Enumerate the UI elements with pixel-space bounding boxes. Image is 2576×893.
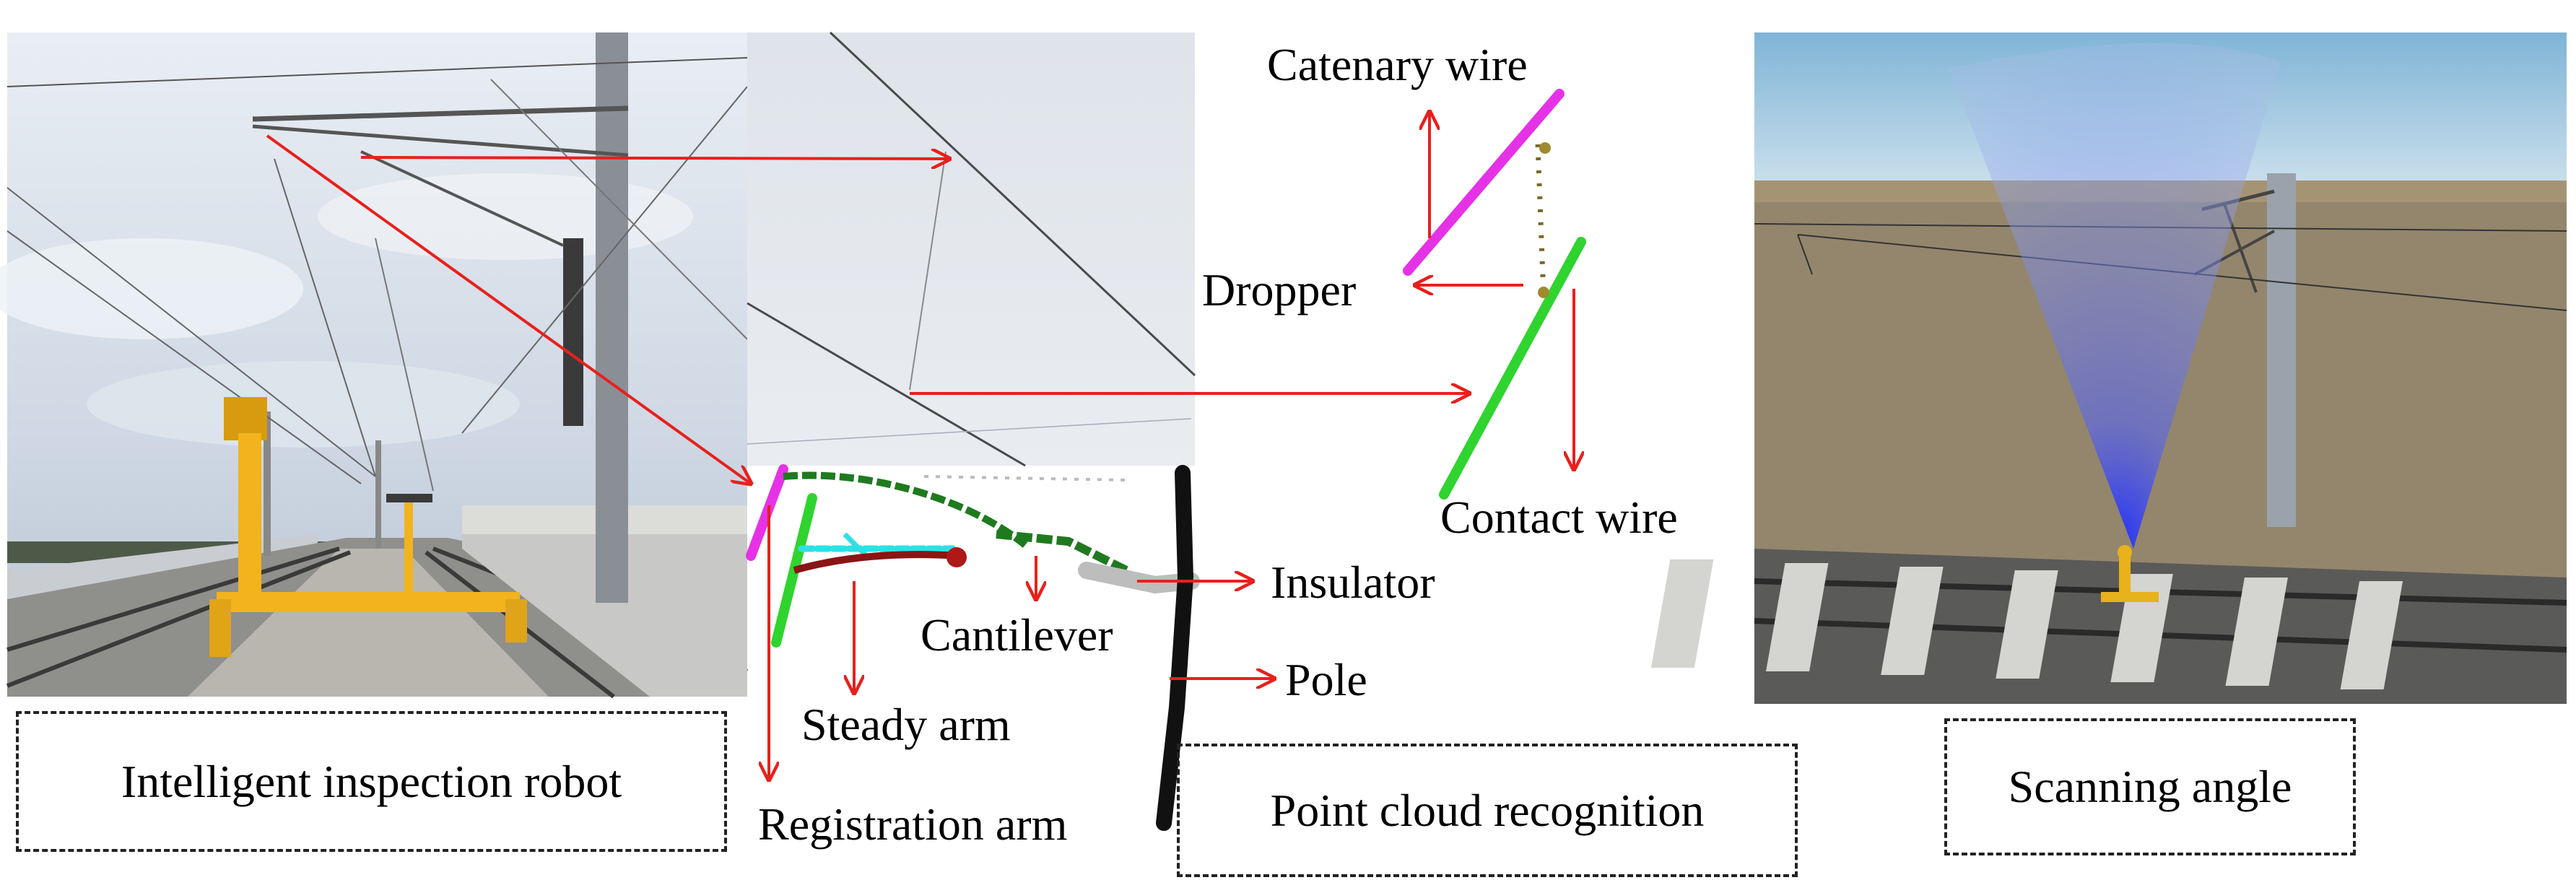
- simulation-render: [1650, 32, 2567, 704]
- arrow-icon: [266, 134, 751, 484]
- pole-label: Pole: [1285, 654, 1367, 705]
- cantilever-label: Cantilever: [921, 609, 1113, 661]
- wire-closeup-inset: [747, 31, 1196, 467]
- robot-photo: [0, 32, 749, 699]
- insulator-label: Insulator: [1271, 557, 1435, 608]
- catenary-wire-points: [1403, 89, 1565, 276]
- contact-wire-points: [1439, 237, 1586, 500]
- scan-fan: [1949, 43, 2281, 549]
- point-cloud-wires: [1403, 89, 1586, 500]
- point-cloud-support: [746, 464, 1200, 831]
- catenary-wire-label: Catenary wire: [1267, 39, 1528, 90]
- registration-arm-label: Registration arm: [758, 798, 1068, 850]
- inspection-robot: [209, 397, 527, 657]
- pole-points: [1156, 465, 1194, 831]
- steady-arm-label: Steady arm: [801, 699, 1011, 750]
- dropper-points: [1535, 144, 1546, 297]
- arrow-icon: [360, 157, 949, 159]
- recognition-caption: Point cloud recognition: [1177, 744, 1798, 877]
- robot-caption: Intelligent inspection robot: [16, 711, 727, 852]
- dropper-label: Dropper: [1202, 264, 1357, 315]
- arrows: [266, 112, 1574, 780]
- scanning-caption: Scanning angle: [1944, 718, 2356, 855]
- contact-wire-label: Contact wire: [1440, 492, 1678, 543]
